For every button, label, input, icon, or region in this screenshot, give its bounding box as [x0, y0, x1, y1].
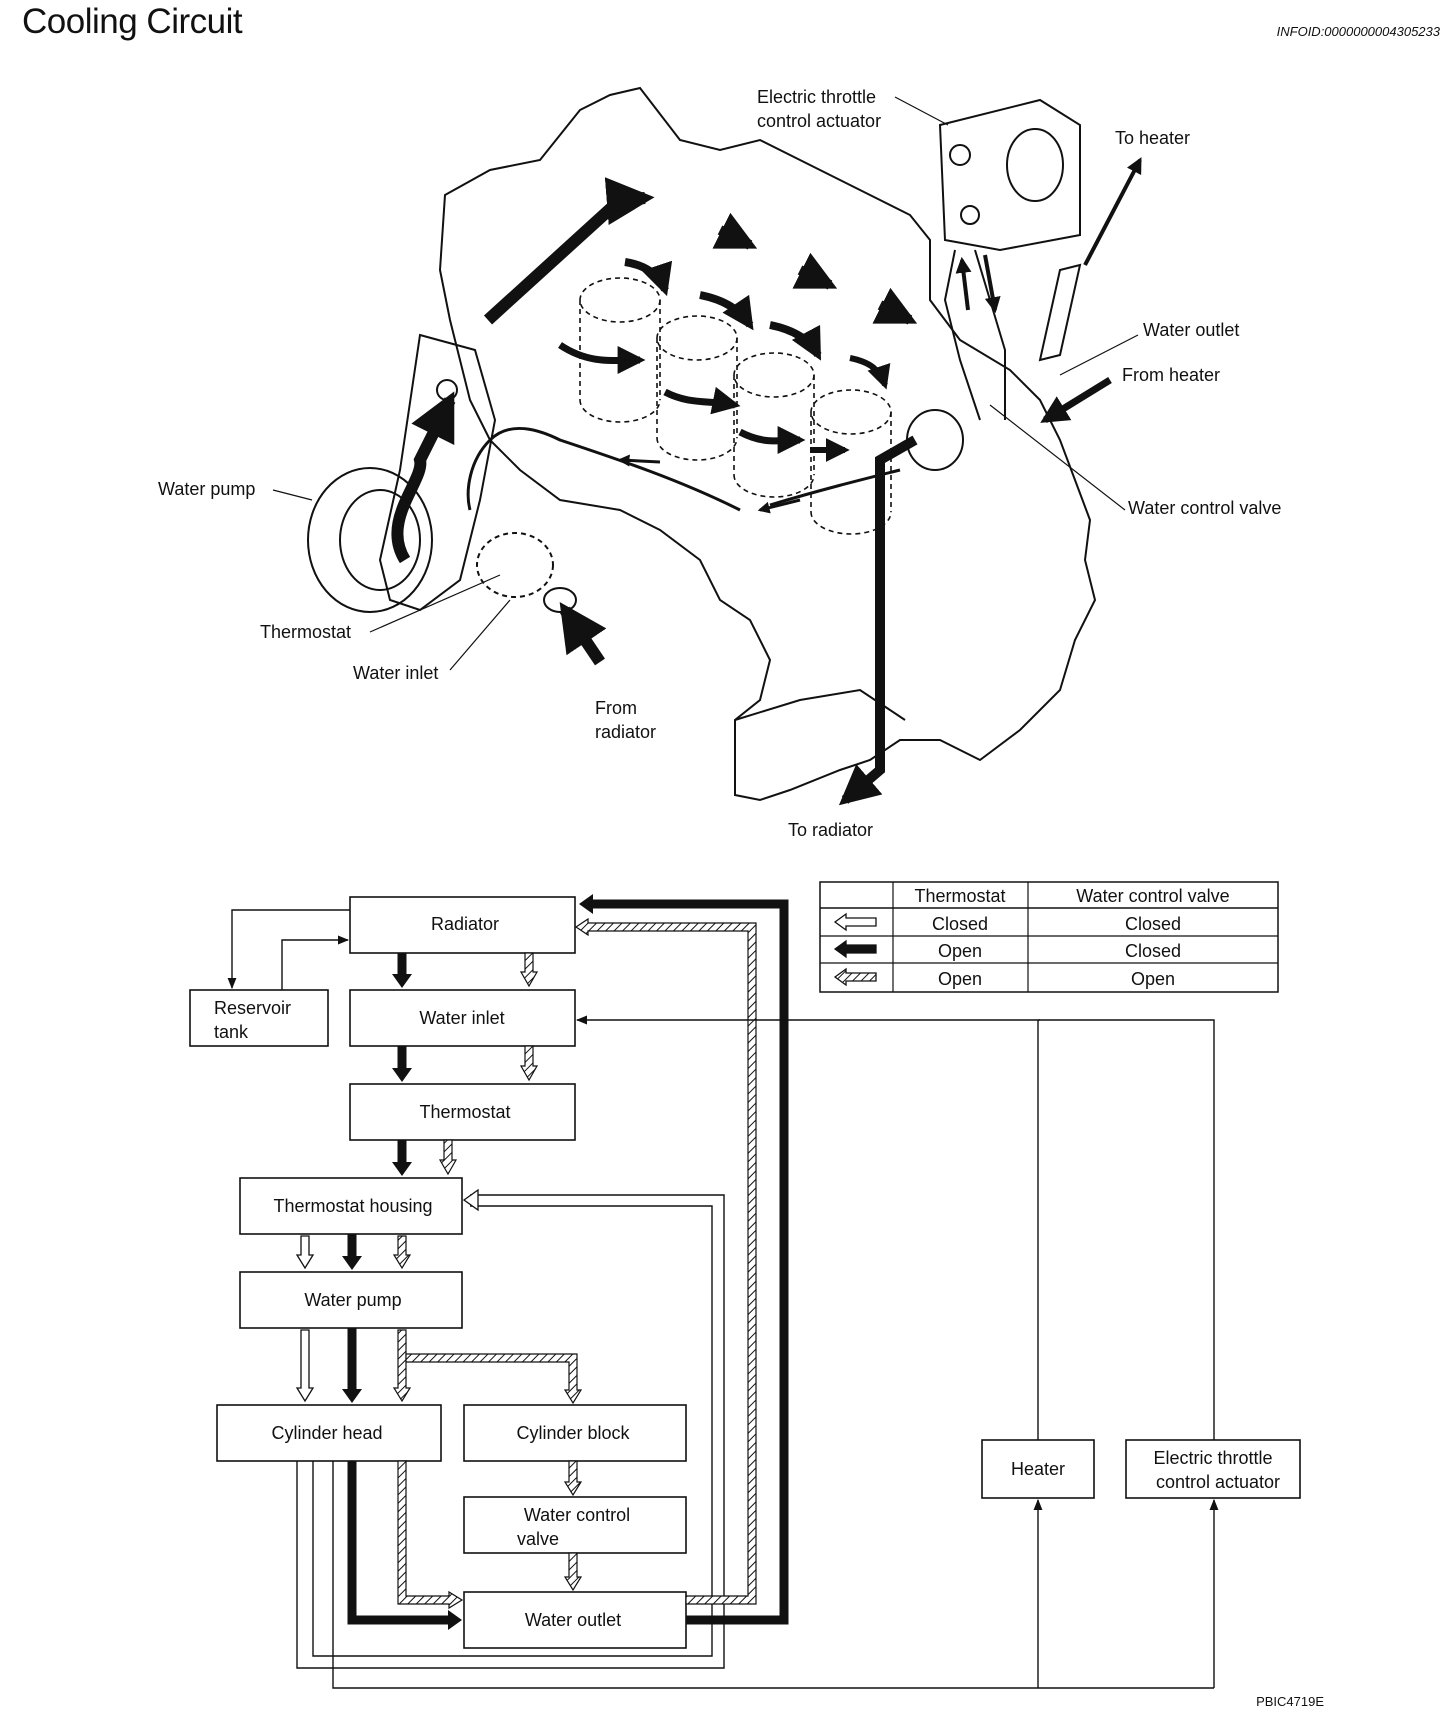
box-label-thermostat-housing: Thermostat housing [273, 1196, 432, 1216]
legend-row3-valve: Open [1131, 969, 1175, 989]
label-water-outlet: Water outlet [1143, 320, 1239, 340]
box-label-reservoir-2: tank [214, 1022, 249, 1042]
legend-table: Thermostat Water control valve Closed Cl… [819, 881, 1279, 993]
line-reservoir-to-radiator [281, 935, 350, 990]
label-water-control-valve: Water control valve [1128, 498, 1281, 518]
box-label-water-pump: Water pump [304, 1290, 401, 1310]
box-water-inlet [349, 989, 576, 1047]
box-label-water-inlet: Water inlet [419, 1008, 504, 1028]
box-label-wcv-1: Water control [524, 1505, 630, 1525]
box-label-cylinder-block: Cylinder block [516, 1423, 630, 1443]
box-label-heater: Heater [1011, 1459, 1065, 1479]
coolant-hose-return [466, 426, 741, 512]
label-to-radiator: To radiator [788, 820, 873, 840]
legend-row1-valve: Closed [1125, 914, 1181, 934]
page-title: Cooling Circuit [22, 2, 243, 41]
box-thermostat [349, 1083, 576, 1141]
heater-circuit [332, 1015, 1219, 1689]
figure-code: PBIC4719E [1256, 1694, 1324, 1709]
box-cylinder-head [216, 1404, 442, 1462]
box-label-reservoir-1: Reservoir [214, 998, 291, 1018]
label-from-radiator-1: From [595, 698, 637, 718]
legend-arrow-hatched [833, 967, 877, 987]
label-water-pump: Water pump [158, 479, 255, 499]
water-pump-part [307, 333, 497, 613]
legend-row2-valve: Closed [1125, 941, 1181, 961]
box-label-radiator: Radiator [431, 914, 499, 934]
box-label-etc-1: Electric throttle [1153, 1448, 1272, 1468]
engine-block-outline [438, 86, 1097, 802]
flow-arrows [391, 157, 1142, 806]
throttle-body-part [938, 98, 1081, 252]
box-label-cylinder-head: Cylinder head [271, 1423, 382, 1443]
black-flow-heads [342, 894, 593, 1630]
white-return-lines [296, 1194, 725, 1669]
white-return-head [462, 1188, 479, 1212]
label-water-inlet: Water inlet [353, 663, 438, 683]
box-etc-actuator [1125, 1439, 1301, 1499]
box-thermostat-housing [239, 1177, 463, 1235]
box-reservoir-tank [189, 989, 329, 1047]
flow-chart: Radiator Reservoir tank Water inlet Ther… [189, 894, 1301, 1689]
box-cylinder-block [463, 1404, 687, 1462]
info-id: INFOID:0000000004305233 [1276, 24, 1440, 39]
legend-row2-thermostat: Open [938, 941, 982, 961]
leader-lines [272, 96, 1139, 671]
legend-row1-thermostat: Closed [932, 914, 988, 934]
legend-row3-thermostat: Open [938, 969, 982, 989]
box-radiator [349, 896, 576, 954]
label-thermostat: Thermostat [260, 622, 351, 642]
box-water-pump [239, 1271, 463, 1329]
box-label-thermostat: Thermostat [419, 1102, 510, 1122]
white-flow-path [295, 1235, 315, 1403]
legend-arrow-black [833, 939, 877, 959]
label-etc-actuator-2: control actuator [757, 111, 881, 131]
line-radiator-to-reservoir [227, 909, 350, 990]
label-etc-actuator-1: Electric throttle [757, 87, 876, 107]
legend-header-valve: Water control valve [1076, 886, 1229, 906]
box-label-wcv-2: valve [517, 1529, 559, 1549]
label-to-heater: To heater [1115, 128, 1190, 148]
engine-illustration: Electric throttle control actuator To he… [158, 86, 1281, 840]
coolant-hose-heater [769, 468, 901, 507]
box-label-etc-2: control actuator [1156, 1472, 1280, 1492]
label-from-radiator-2: radiator [595, 722, 656, 742]
cylinder-bores [579, 277, 892, 535]
thermostat-part [476, 532, 577, 613]
box-label-water-outlet: Water outlet [525, 1610, 621, 1630]
black-flow-path [347, 899, 789, 1625]
label-from-heater: From heater [1122, 365, 1220, 385]
hatched-flow-path [392, 917, 757, 1610]
box-heater [981, 1439, 1095, 1499]
legend-header-thermostat: Thermostat [914, 886, 1005, 906]
box-water-control-valve [463, 1496, 687, 1554]
legend-arrow-white [833, 912, 877, 932]
